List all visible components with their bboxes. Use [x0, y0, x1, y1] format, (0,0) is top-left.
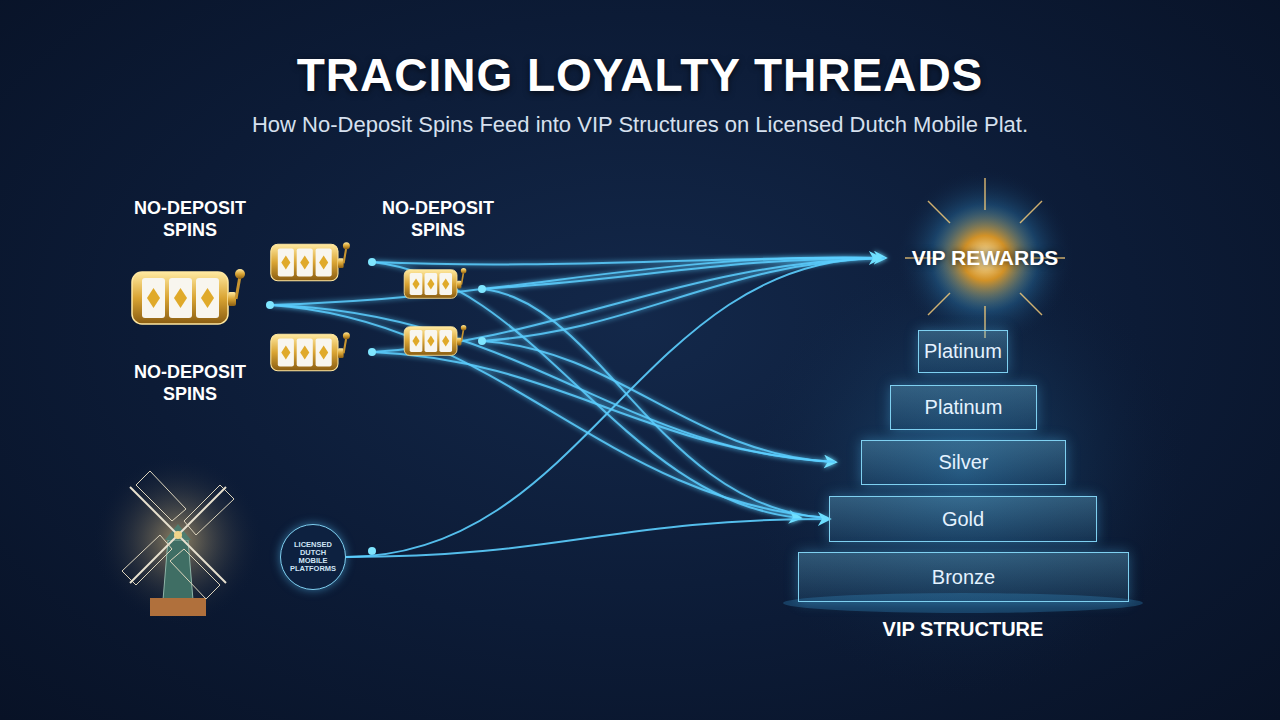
node-text: Platinum	[924, 340, 1002, 363]
thread-dot	[478, 285, 486, 293]
node-text: LICENSED DUTCH MOBILE PLATFORMS	[287, 541, 339, 573]
thread-dot	[368, 348, 376, 356]
thread-dot	[478, 337, 486, 345]
text-label: NO-DEPOSIT SPINS	[115, 198, 265, 241]
text-label: NO-DEPOSIT SPINS	[115, 362, 265, 405]
node-text-group: VIP REWARDS	[912, 246, 1059, 269]
node-text: Platinum	[925, 396, 1003, 419]
node-text-group: Silver	[938, 451, 988, 474]
thread	[482, 341, 835, 462]
vip-tier: Bronze	[798, 552, 1129, 602]
thread-dot	[368, 547, 376, 555]
thread-dot	[266, 301, 274, 309]
node-text-group: Platinum	[924, 340, 1002, 363]
thread-dot	[368, 258, 376, 266]
node-text: VIP REWARDS	[912, 246, 1059, 269]
node-text-group: Platinum	[925, 396, 1003, 419]
platform-circle: LICENSED DUTCH MOBILE PLATFORMS	[280, 524, 346, 590]
thread	[270, 305, 835, 462]
vip-tier: Platinum	[890, 385, 1037, 430]
node-text-group: Gold	[942, 508, 984, 531]
windmill-icon	[93, 455, 263, 625]
loyalty-thread-connector	[346, 258, 880, 557]
loyalty-threads	[270, 257, 885, 518]
text-label: NO-DEPOSIT SPINS	[363, 198, 513, 241]
node-text: Gold	[942, 508, 984, 531]
vip-rewards-burst: VIP REWARDS	[880, 223, 1090, 293]
loyalty-thread-connector	[346, 519, 829, 557]
text-label: VIP STRUCTURE	[833, 617, 1093, 641]
vip-tier: Platinum	[918, 330, 1008, 373]
vip-tier: Silver	[861, 440, 1066, 485]
slot-machine-icon	[271, 242, 350, 281]
node-text: Bronze	[932, 566, 995, 589]
node-text-group: Bronze	[932, 566, 995, 589]
thread	[482, 258, 885, 341]
node-text: Silver	[938, 451, 988, 474]
thread-start-dots	[266, 258, 486, 555]
slot-machine-icon	[271, 332, 350, 371]
slot-machine-icon	[132, 269, 245, 324]
vip-tier: Gold	[829, 496, 1097, 542]
slot-machine-icon	[404, 268, 466, 298]
diagram-subtitle: How No-Deposit Spins Feed into VIP Struc…	[0, 112, 1280, 138]
node-text-group: LICENSED DUTCH MOBILE PLATFORMS	[287, 541, 339, 573]
thread	[270, 305, 828, 518]
slot-machine-icon	[404, 325, 466, 355]
starburst	[895, 168, 1075, 348]
diagram-title: TRACING LOYALTY THREADS	[0, 48, 1280, 102]
